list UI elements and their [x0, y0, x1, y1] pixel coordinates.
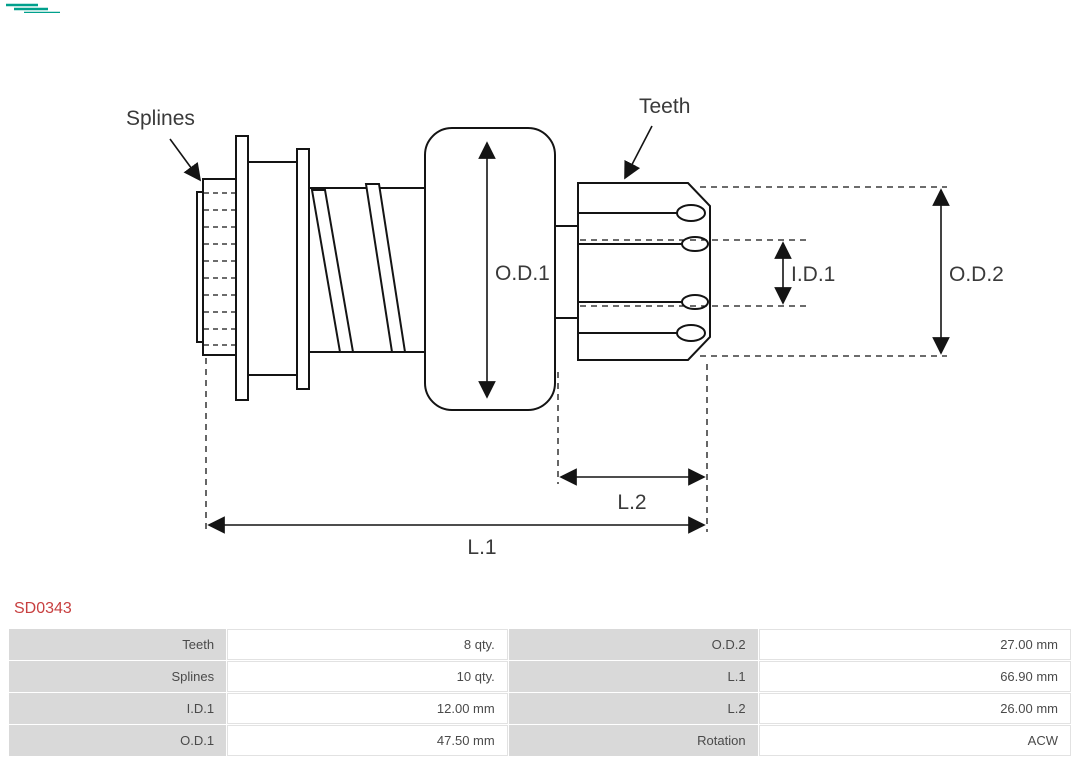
splines-leader-arrow [169, 138, 202, 182]
id1-label: I.D.1 [791, 263, 835, 286]
od2-label: O.D.2 [949, 263, 1004, 286]
spec-label-cell: I.D.1 [9, 693, 227, 724]
spec-label-cell: Teeth [9, 629, 227, 660]
table-row: O.D.1 47.50 mm Rotation ACW [9, 725, 1071, 756]
l1-label: L.1 [467, 536, 496, 559]
spring [310, 183, 407, 353]
logo-stripes-icon [6, 3, 60, 14]
starter-drive-diagram: Splines Teeth O.D.1 I.D.1 O.D.2 L.2 L.1 [126, 95, 1004, 559]
spec-label-cell: L.1 [508, 661, 758, 692]
part-outline [196, 127, 711, 411]
spec-value-cell: 26.00 mm [758, 693, 1071, 724]
spec-value-cell: 47.50 mm [227, 725, 508, 756]
spec-value-cell: 10 qty. [227, 661, 508, 692]
spec-value-cell: 8 qty. [227, 629, 508, 660]
spec-label-cell: Rotation [508, 725, 758, 756]
spec-label-cell: L.2 [508, 693, 758, 724]
splined-shaft [196, 178, 237, 356]
table-row: Splines 10 qty. L.1 66.90 mm [9, 661, 1071, 692]
l2-label: L.2 [617, 491, 646, 514]
spec-table: Teeth 8 qty. O.D.2 27.00 mm Splines 10 q… [8, 628, 1072, 757]
od1-label: O.D.1 [495, 262, 550, 285]
splines-label: Splines [126, 107, 195, 130]
spec-value-cell: 27.00 mm [758, 629, 1071, 660]
spec-label-cell: O.D.1 [9, 725, 227, 756]
table-row: Teeth 8 qty. O.D.2 27.00 mm [9, 629, 1071, 660]
part-number: SD0343 [14, 600, 72, 617]
pinion-gear [577, 182, 711, 361]
teeth-leader-arrow [624, 125, 653, 180]
table-row: I.D.1 12.00 mm L.2 26.00 mm [9, 693, 1071, 724]
step-shaft [554, 225, 579, 319]
spec-value-cell: 12.00 mm [227, 693, 508, 724]
spec-value-cell: 66.90 mm [758, 661, 1071, 692]
teeth-label: Teeth [639, 95, 690, 118]
construction-lines [205, 186, 947, 532]
spec-label-cell: Splines [9, 661, 227, 692]
spec-label-cell: O.D.2 [508, 629, 758, 660]
spec-value-cell: ACW [758, 725, 1071, 756]
logo-fragment [4, 0, 74, 14]
flange-discs [235, 135, 310, 401]
